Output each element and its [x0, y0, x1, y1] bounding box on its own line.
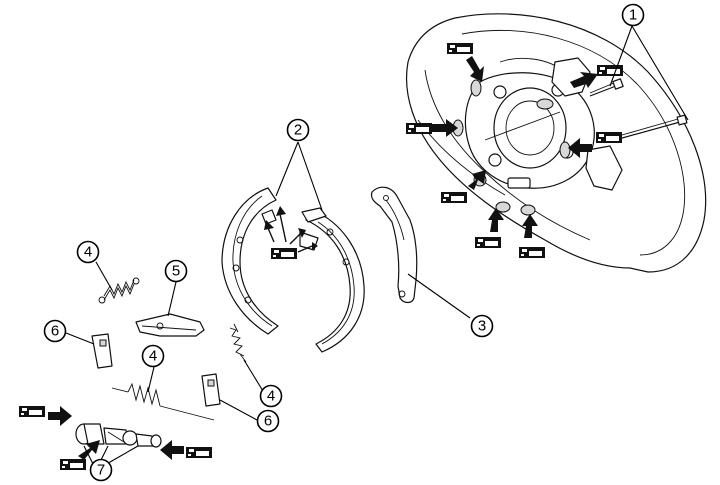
hold-down-clip-right [201, 373, 221, 407]
return-spring-upper [98, 277, 140, 304]
application-arrow-icon [466, 56, 484, 82]
callout-5: 5 [164, 259, 188, 283]
brake-shoes [221, 187, 365, 353]
application-arrow-icon [78, 440, 100, 460]
callout-label: 6 [51, 323, 59, 340]
grease-point-icon [596, 132, 622, 143]
application-arrow-icon [568, 138, 592, 158]
callout-6a: 6 [43, 319, 67, 343]
callout-label: 2 [294, 122, 302, 139]
grease-point-icon [406, 123, 432, 134]
return-spring-small [229, 323, 247, 363]
application-arrow-icon [48, 406, 72, 426]
grease-point-icon [60, 459, 86, 470]
application-arrow-icon [570, 72, 598, 88]
callout-label: 6 [264, 413, 272, 430]
callout-label: 3 [478, 318, 486, 335]
application-arrow-icon [522, 214, 538, 238]
parking-brake-lever [370, 186, 418, 304]
callout-4b: 4 [141, 344, 165, 368]
grease-point-icon [519, 247, 545, 258]
application-arrow-icon [488, 208, 504, 232]
application-arrow-icon [468, 170, 486, 190]
callout-label: 1 [629, 7, 637, 24]
grease-point-icon [271, 248, 297, 259]
application-arrow-icon [160, 440, 184, 460]
adjuster-grease-points [19, 406, 212, 470]
grease-point-icon [447, 43, 473, 54]
callout-3: 3 [470, 314, 494, 338]
callout-label: 4 [84, 244, 92, 261]
callout-1: 1 [621, 3, 645, 27]
callout-4a: 4 [76, 240, 100, 264]
callout-label: 4 [267, 388, 275, 405]
brake-shoe-right [299, 207, 365, 353]
bolt-lower [614, 114, 688, 141]
adjuster-assembly [75, 423, 162, 448]
callout-label: 5 [172, 263, 180, 280]
application-arrow-icon [432, 119, 458, 137]
mounting-bolts [589, 78, 688, 141]
backing-plate-grease-points [406, 43, 623, 258]
adjuster-spring [111, 382, 215, 421]
callout-label: 4 [149, 348, 157, 365]
leader-lines [65, 25, 689, 471]
callout-6b: 6 [256, 409, 280, 433]
callout-2: 2 [286, 118, 310, 142]
grease-point-icon [441, 192, 467, 203]
callout-7: 7 [89, 458, 113, 482]
brake-shoe-left [221, 187, 279, 335]
grease-point-icon [19, 406, 45, 417]
callout-label: 7 [97, 462, 105, 479]
callout-4c: 4 [259, 384, 283, 408]
grease-point-icon [475, 237, 501, 248]
adjuster-strut [135, 313, 205, 337]
hold-down-clip-left [91, 333, 113, 369]
grease-point-icon [186, 447, 212, 458]
shoe-grease-points [264, 206, 318, 259]
grease-point-icon [597, 65, 623, 76]
